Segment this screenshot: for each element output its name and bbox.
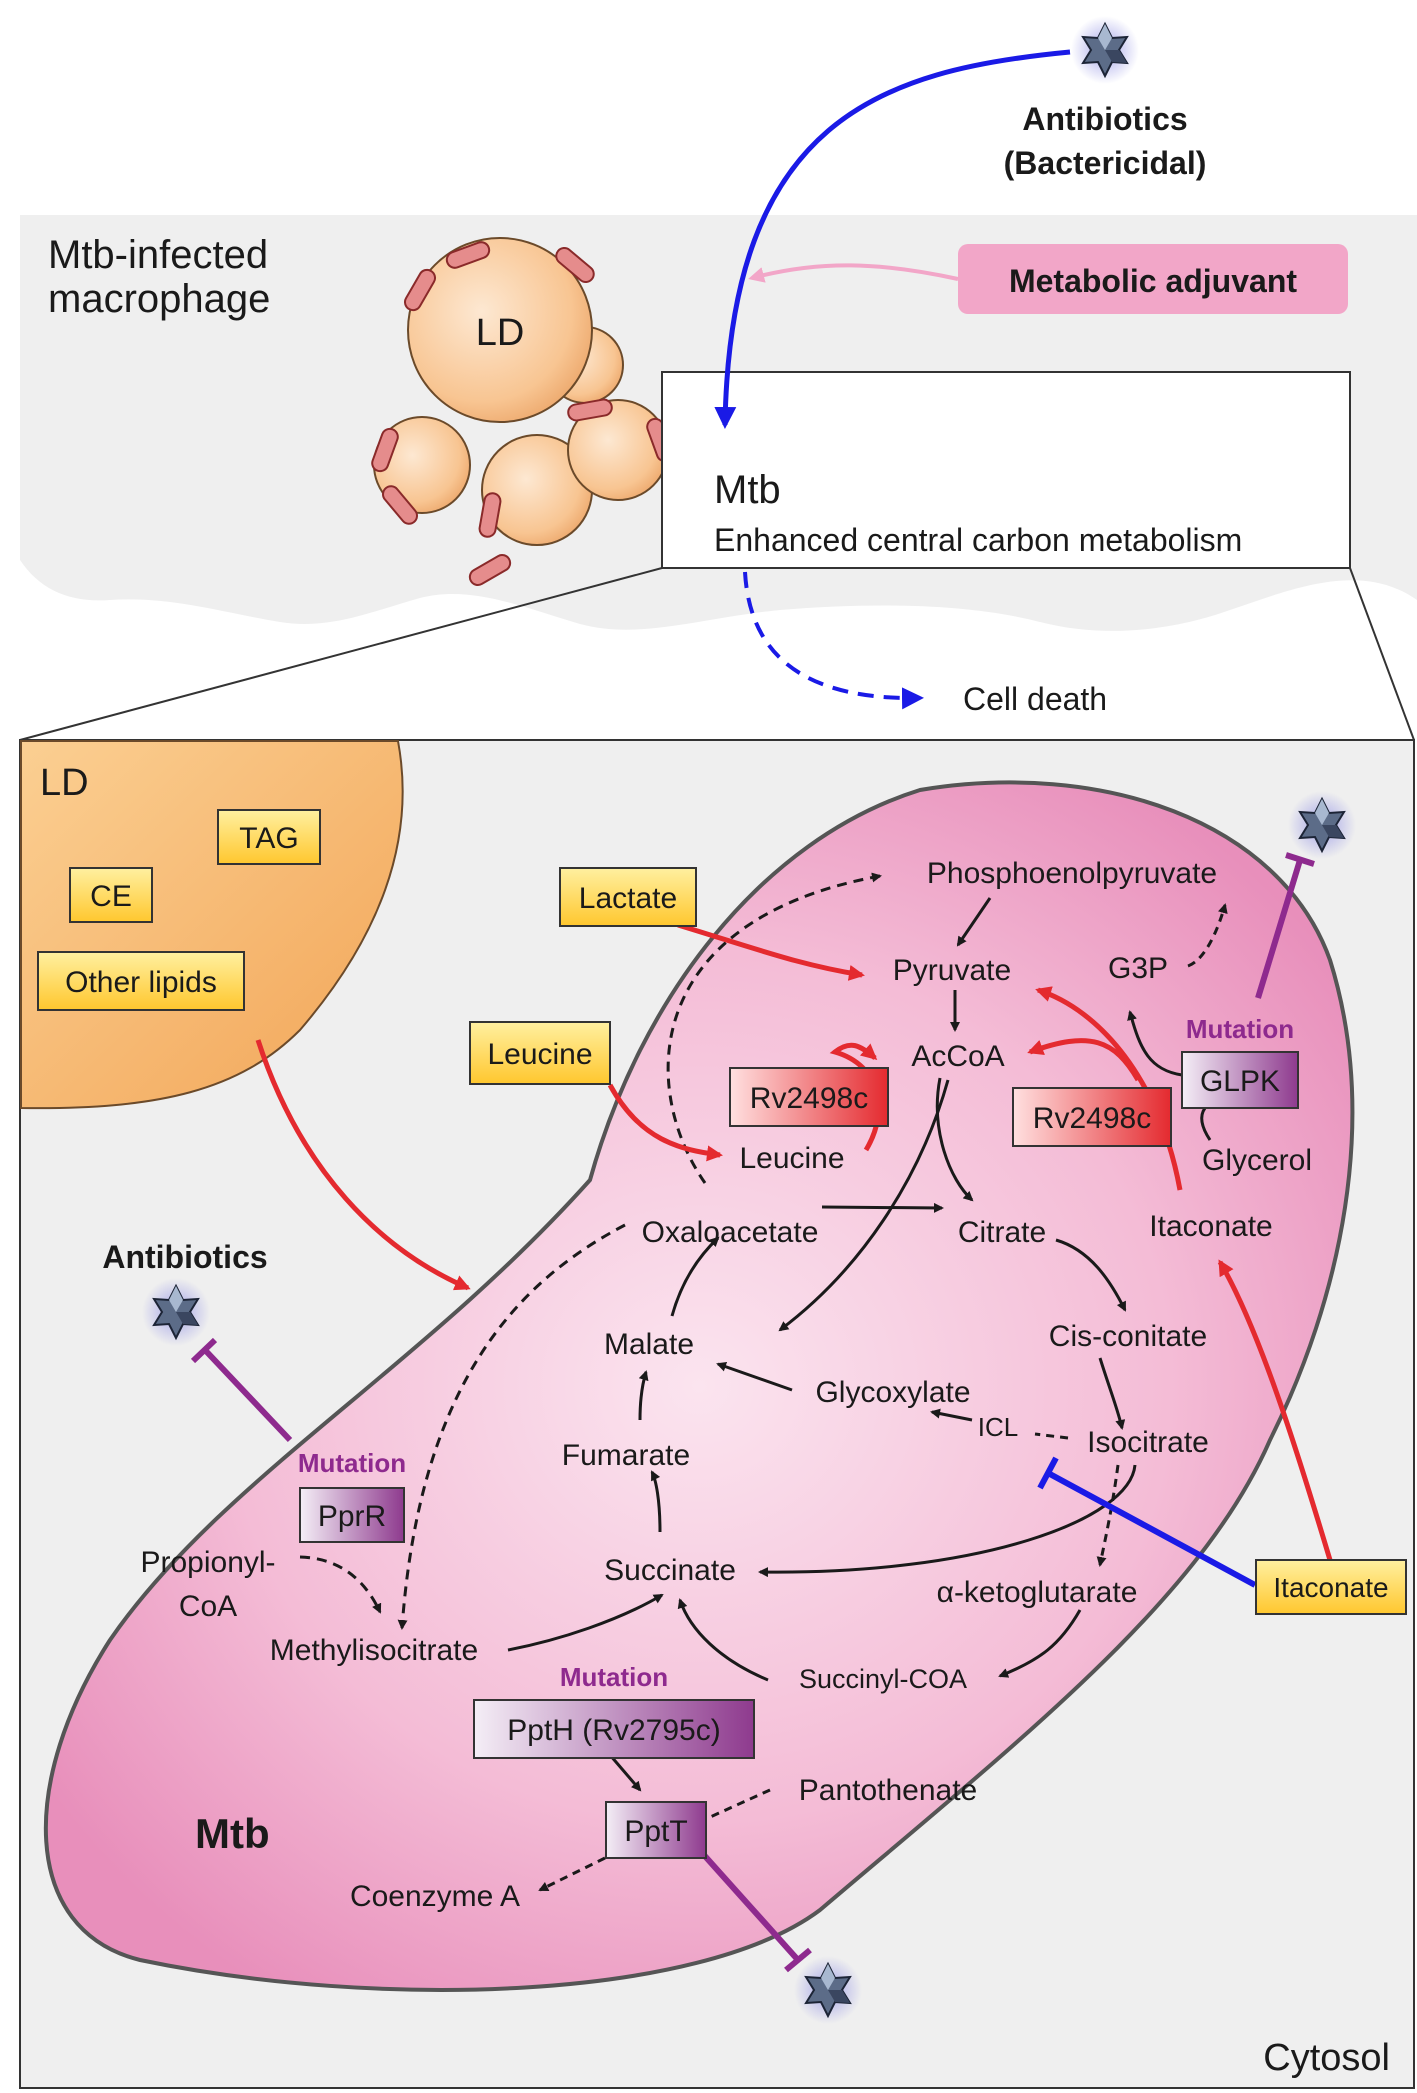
rv2498c-right-label: Rv2498c xyxy=(1033,1102,1151,1135)
pprr-mutation-label: Mutation xyxy=(298,1448,406,1478)
antibiotics-top-2: (Bactericidal) xyxy=(1004,145,1207,181)
mtb-cell xyxy=(43,780,1355,1992)
mtb-box xyxy=(661,371,1351,569)
pptt-box xyxy=(605,1801,707,1859)
ld-to-mtb-arrow xyxy=(255,1039,471,1291)
accoa-label: AcCoA xyxy=(911,1040,1004,1073)
pantothenate-label: Pantothenate xyxy=(799,1774,978,1807)
tag-box xyxy=(217,809,321,865)
antibiotic-star-icon-pprr xyxy=(141,1277,211,1347)
glyoxylate-label: Glycoxylate xyxy=(815,1376,970,1409)
pprr-label: PprR xyxy=(318,1500,386,1533)
macrophage-label-1: Mtb-infected xyxy=(48,233,268,277)
zoom-line-right xyxy=(1349,567,1415,741)
ce-label: CE xyxy=(90,880,132,913)
adjuvant-arrow xyxy=(748,263,959,283)
isocitrate-label: Isocitrate xyxy=(1087,1426,1209,1459)
glpk-mutation-label: Mutation xyxy=(1186,1014,1294,1044)
other-lipids-label: Other lipids xyxy=(65,966,217,999)
methylisocitrate-label: Methylisocitrate xyxy=(270,1634,478,1667)
tag-label: TAG xyxy=(239,822,298,855)
citrate-label: Citrate xyxy=(958,1216,1046,1249)
metabolic-adjuvant-label: Metabolic adjuvant xyxy=(1009,263,1297,299)
cell-death-label: Cell death xyxy=(963,681,1107,717)
antibiotic-star-icon xyxy=(1070,15,1140,85)
ppth-mutation-label: Mutation xyxy=(560,1662,668,1692)
ld-label-panel: LD xyxy=(40,762,89,804)
cis-aconitate-label: Cis-conitate xyxy=(1049,1320,1207,1353)
pep-label: Phosphoenolpyruvate xyxy=(927,857,1217,890)
ppth-box xyxy=(473,1699,755,1759)
succinyl-coa-label: Succinyl-COA xyxy=(799,1664,967,1694)
antibiotics-top-1: Antibiotics xyxy=(1022,101,1187,137)
pptt-label: PptT xyxy=(624,1815,687,1848)
metabolic-adjuvant-box xyxy=(958,244,1348,314)
g3p-label: G3P xyxy=(1108,952,1168,985)
ce-box xyxy=(69,867,153,923)
oxaloacetate-label: Oxaloacetate xyxy=(642,1216,819,1249)
other-lipids-box xyxy=(37,951,245,1011)
itaconate-box-label: Itaconate xyxy=(1273,1572,1388,1603)
antibiotic-star-icon-pptt xyxy=(793,1955,863,2025)
antibiotic-arrow xyxy=(714,49,1071,429)
antibiotic-star-icon-glpk xyxy=(1287,790,1357,860)
mtb-subtitle: Enhanced central carbon metabolism xyxy=(714,522,1242,558)
itaconate-label: Itaconate xyxy=(1149,1210,1272,1243)
cytosol-label: Cytosol xyxy=(1263,2037,1390,2079)
glpk-box xyxy=(1181,1051,1299,1109)
icl-label: ICL xyxy=(978,1412,1018,1442)
pprr-box xyxy=(299,1487,405,1543)
mtb-label-top: Mtb xyxy=(714,468,781,512)
rv2498c-right-box xyxy=(1012,1087,1172,1147)
lipid-droplet-cluster xyxy=(371,237,764,586)
propionyl-label-1: Propionyl- xyxy=(140,1546,275,1579)
ppth-label: PptH (Rv2795c) xyxy=(507,1714,720,1747)
mtb-label-panel: Mtb xyxy=(195,1810,270,1857)
coenzyme-a-label: Coenzyme A xyxy=(350,1880,520,1913)
leucine-box-label: Leucine xyxy=(487,1038,592,1071)
pyruvate-label: Pyruvate xyxy=(893,954,1011,987)
leucine-inner-label: Leucine xyxy=(739,1142,844,1175)
lactate-label: Lactate xyxy=(579,882,677,915)
antibiotics-left-label: Antibiotics xyxy=(102,1239,267,1275)
succinate-label: Succinate xyxy=(604,1554,736,1587)
fumarate-label: Fumarate xyxy=(562,1439,690,1472)
akg-label: α-ketoglutarate xyxy=(937,1576,1138,1609)
rv2498c-left-label: Rv2498c xyxy=(750,1082,868,1115)
propionyl-label-2: CoA xyxy=(179,1590,237,1623)
ld-label-top: LD xyxy=(476,312,525,354)
glpk-label: GLPK xyxy=(1200,1065,1280,1098)
leucine-box xyxy=(469,1021,611,1085)
cell-death-arrow xyxy=(743,571,924,710)
itaconate-box xyxy=(1255,1559,1407,1615)
glycerol-label: Glycerol xyxy=(1202,1144,1312,1177)
rv2498c-left-box xyxy=(729,1067,889,1127)
malate-label: Malate xyxy=(604,1328,694,1361)
zoom-line-left xyxy=(19,567,663,741)
macrophage-label-2: macrophage xyxy=(48,277,270,321)
lactate-box xyxy=(559,867,697,927)
